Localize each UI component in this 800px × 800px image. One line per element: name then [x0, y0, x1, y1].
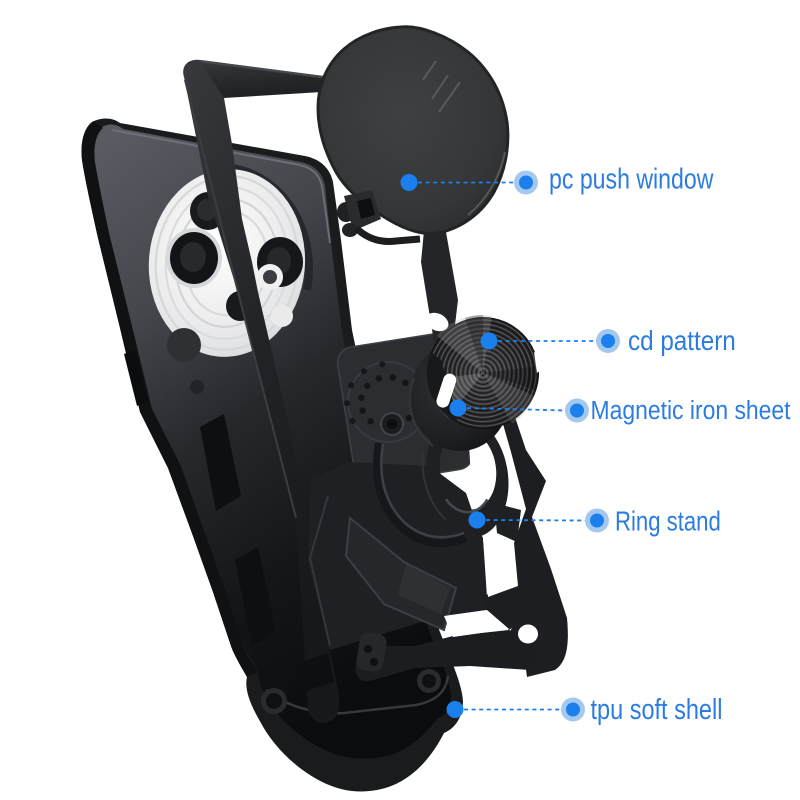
svg-text:Ring stand: Ring stand — [615, 506, 721, 537]
svg-text:cd pattern: cd pattern — [628, 326, 736, 356]
svg-text:Magnetic iron sheet: Magnetic iron sheet — [591, 397, 791, 426]
svg-text:pc push window: pc push window — [549, 162, 713, 195]
svg-text:tpu soft shell: tpu soft shell — [591, 693, 723, 726]
